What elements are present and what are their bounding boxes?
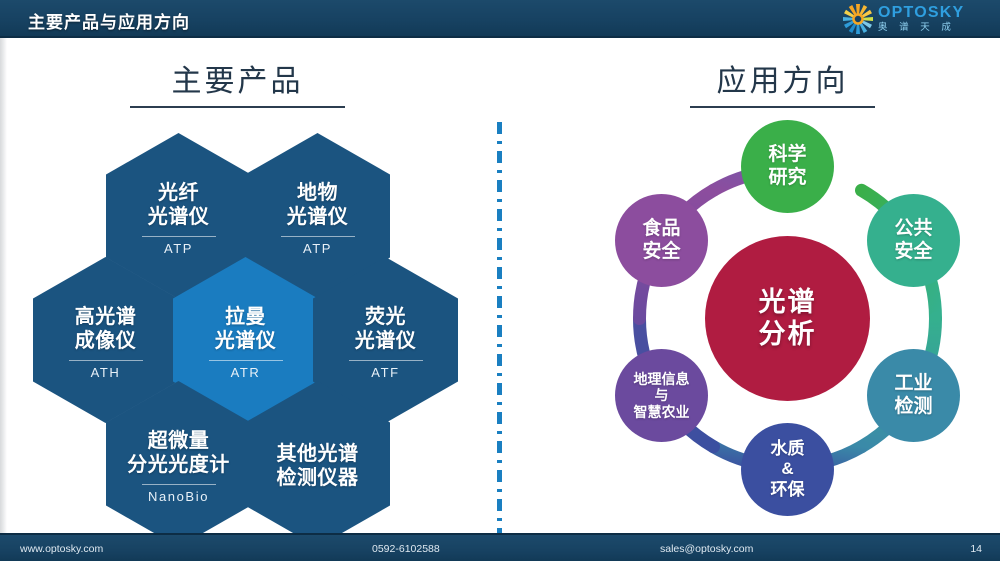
footer-email[interactable]: sales@optosky.com [660,543,754,555]
product-hex-5-label: 超微量 分光光度计 [127,429,230,476]
section-title-products: 主要产品 [130,56,345,108]
product-hex-4-code: ATF [371,364,400,380]
logo-text-cn: 奥 谱 天 成 [878,22,956,34]
application-center-label: 光谱 分析 [758,287,817,349]
left-edge-strip [0,38,7,533]
product-hex-0[interactable]: 光纤 光谱仪 ATP [106,133,251,299]
section-title-products-rule [130,106,345,108]
slide-footer: www.optosky.com 0592-6102588 sales@optos… [0,533,1000,561]
product-hex-2-label: 高光谱 成像仪 [74,305,137,352]
application-node-4[interactable]: 地理信息 与 智慧农业 [615,349,708,442]
product-hex-1-code: ATP [302,240,333,256]
application-node-1-label: 公共 安全 [894,218,933,262]
application-node-3-label: 水质 & 环保 [770,439,805,499]
section-title-applications: 应用方向 [690,56,875,108]
product-hex-4-separator [348,359,423,361]
application-node-0-label: 科学 研究 [768,144,807,188]
product-hex-1-separator [280,235,355,237]
footer-phone: 0592-6102588 [372,543,440,555]
application-node-2-label: 工业 检测 [894,373,933,417]
application-node-1[interactable]: 公共 安全 [867,194,960,287]
application-node-0[interactable]: 科学 研究 [741,120,834,213]
application-node-5[interactable]: 食品 安全 [615,194,708,287]
product-hex-3-code: ATR [230,364,261,380]
product-hex-3-label: 拉曼 光谱仪 [214,305,277,352]
page-title: 主要产品与应用方向 [28,13,190,32]
product-hex-2-separator [68,359,143,361]
application-node-4-label: 地理信息 与 智慧农业 [633,370,690,420]
application-node-5-label: 食品 安全 [642,218,681,262]
product-hex-0-separator [141,235,216,237]
application-circle-diagram: 光谱 分析 科学 研究 公共 安全 工业 检测 水质 & 环保 地理信息 与 智… [575,106,1000,531]
product-hex-4-label: 荧光 光谱仪 [354,305,417,352]
sunburst-icon [843,4,873,34]
section-title-products-text: 主要产品 [171,65,304,98]
product-hex-0-label: 光纤 光谱仪 [147,181,210,228]
product-hex-5-code: NanoBio [147,488,210,504]
product-hex-2-code: ATH [90,364,121,380]
application-center-node[interactable]: 光谱 分析 [705,236,870,401]
product-hex-6-label: 其他光谱 检测仪器 [276,443,359,489]
logo-text-en: OPTOSKY [878,4,965,22]
product-hexagon-grid: 光纤 光谱仪 ATP 地物 光谱仪 ATP 高光谱 成像仪 ATH 拉曼 光谱仪… [0,38,500,547]
product-hex-5-separator [141,483,216,485]
company-logo: OPTOSKY 奥 谱 天 成 [842,2,992,36]
section-title-applications-rule [690,106,875,108]
slide-body: 主要产品 应用方向 光纤 光谱仪 ATP 地物 光谱仪 ATP 高光 [0,38,1000,560]
product-hex-3-separator [208,359,283,361]
application-node-2[interactable]: 工业 检测 [867,349,960,442]
section-title-applications-text: 应用方向 [716,65,849,98]
footer-page-number: 14 [970,543,982,555]
product-hex-1-label: 地物 光谱仪 [286,181,349,228]
footer-website[interactable]: www.optosky.com [20,543,104,555]
product-hex-0-code: ATP [163,240,194,256]
slide-header: 主要产品与应用方向 [0,0,1000,38]
application-node-3[interactable]: 水质 & 环保 [741,423,834,516]
